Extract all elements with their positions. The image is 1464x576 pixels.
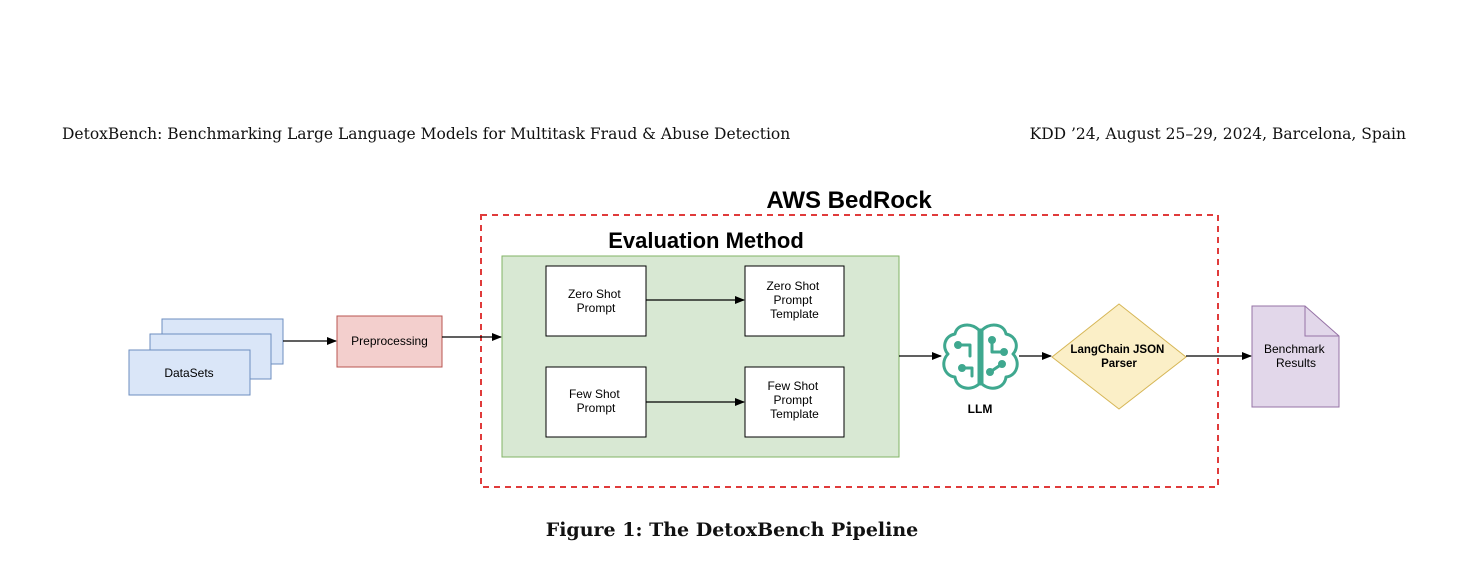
few-shot-template-label: Few Shot Prompt Template [767,379,821,421]
preprocessing-box [336,315,443,368]
zero-shot-prompt-label: Zero Shot Prompt [568,287,624,315]
benchmark-fold [1304,306,1339,337]
few-shot-template-box [744,366,845,438]
benchmark-line-1: Benchmark [1264,342,1326,356]
llm-label: LLM [968,402,993,416]
parser-label: LangChain JSON Parser [1070,344,1167,370]
running-header-venue: KDD ’24, August 25–29, 2024, Barcelona, … [1029,125,1406,143]
zero-shot-template-box [744,265,845,337]
preprocessing-label: Preprocessing [351,334,428,348]
few-shot-prompt-line-2: Prompt [577,401,616,415]
parser-line-1: LangChain JSON [1070,344,1164,356]
zero-shot-template-line-3: Template [770,307,819,321]
evaluation-method-title: Evaluation Method [608,228,804,253]
figure-caption: Figure 1: The DetoxBench Pipeline [545,519,919,541]
few-shot-template-line-2: Prompt [773,393,812,407]
few-shot-prompt-line-1: Few Shot [569,387,620,401]
zero-shot-template-label: Zero Shot Prompt Template [766,279,822,321]
zero-shot-prompt-line-1: Zero Shot [568,287,621,301]
few-shot-prompt-box [545,366,647,438]
few-shot-template-line-3: Template [770,407,819,421]
zero-shot-prompt-box [545,265,647,337]
running-header-title: DetoxBench: Benchmarking Large Language … [62,125,791,143]
aws-bedrock-title: AWS BedRock [766,187,932,214]
benchmark-line-2: Results [1276,356,1316,370]
zero-shot-prompt-line-2: Prompt [577,301,616,315]
few-shot-prompt-label: Few Shot Prompt [569,387,623,415]
benchmark-label: Benchmark Results [1264,342,1328,370]
few-shot-template-line-1: Few Shot [767,379,818,393]
aws-bedrock-container [480,214,1219,488]
datasets-label: DataSets [164,366,213,380]
parser-diamond [1051,303,1187,410]
datasets-stack: DataSets [128,318,284,396]
benchmark-results-document [1251,305,1340,408]
zero-shot-template-line-2: Prompt [773,293,812,307]
zero-shot-template-line-1: Zero Shot [766,279,819,293]
brain-circuit-icon [942,323,1019,390]
parser-line-2: Parser [1101,358,1137,370]
